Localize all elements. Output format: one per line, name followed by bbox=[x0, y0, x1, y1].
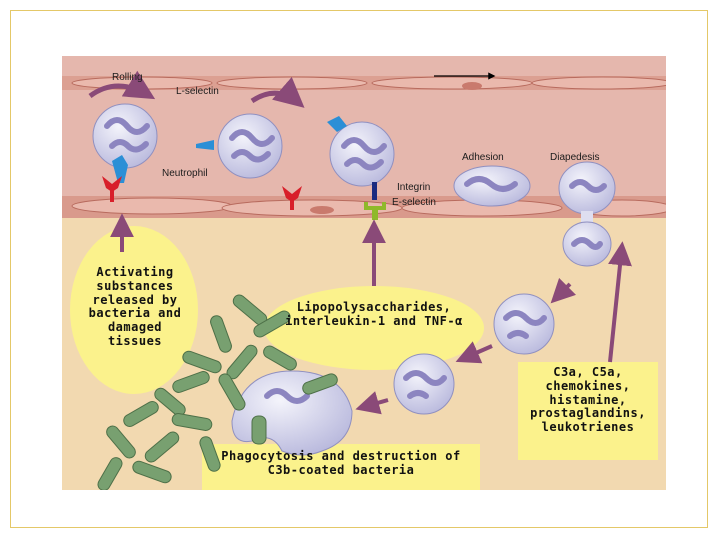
endothelial-receptor-2 bbox=[282, 186, 302, 210]
l-selectin-rolling bbox=[196, 140, 214, 150]
mediators-callout bbox=[518, 362, 658, 460]
rolling-neutrophil-cell bbox=[217, 113, 283, 179]
migrating-neutrophil-1 bbox=[493, 293, 555, 355]
migration-arrow-2 bbox=[455, 341, 493, 364]
rolling-arrow-1 bbox=[88, 70, 156, 100]
e-selectin-label: E-selectin bbox=[392, 197, 436, 208]
inflammation-diagram: Rolling L-selectin Neutrophil Adhesion D… bbox=[62, 56, 666, 490]
tethered-neutrophil-cell bbox=[329, 121, 395, 187]
mediators-text: C3a, C5a, chemokines, histamine, prostag… bbox=[530, 365, 646, 435]
phagocytosis-text: Phagocytosis and destruction of C3b-coat… bbox=[221, 449, 461, 477]
rolling-arrow-2 bbox=[250, 76, 305, 108]
diagram-illustration bbox=[62, 56, 666, 490]
migrating-neutrophil-2 bbox=[393, 353, 455, 415]
e-selectin-molecule bbox=[364, 202, 386, 220]
rolling-label: Rolling bbox=[112, 72, 143, 83]
diapedesis-label: Diapedesis bbox=[550, 152, 600, 163]
phagocytosis-callout bbox=[202, 444, 480, 490]
bacteria-cluster bbox=[97, 294, 338, 490]
adhesion-label: Adhesion bbox=[462, 152, 504, 163]
activating-substances-callout bbox=[70, 226, 198, 394]
l-selectin-on-neutrophil bbox=[112, 155, 128, 183]
adhering-neutrophil-cell bbox=[453, 165, 531, 207]
activating-substances-text: Activating substances released by bacter… bbox=[88, 265, 182, 348]
neutrophil-cell bbox=[92, 103, 158, 169]
vessel-wall-top bbox=[62, 76, 666, 90]
diapedesis-neutrophil-cell bbox=[558, 161, 616, 267]
phagocytosing-neutrophil bbox=[231, 370, 353, 456]
migration-arrow-3 bbox=[355, 391, 389, 415]
migration-arrow-1 bbox=[550, 277, 577, 304]
lps-callout bbox=[264, 286, 484, 370]
l-selectin-tethered bbox=[327, 116, 347, 132]
l-selectin-label: L-selectin bbox=[176, 86, 219, 97]
endothelial-receptor-1 bbox=[102, 176, 122, 202]
lps-text: Lipopolysaccharides, interleukin-1 and T… bbox=[285, 300, 463, 328]
integrin-molecule bbox=[372, 182, 377, 200]
slide-frame bbox=[10, 10, 708, 528]
chemotaxis-arrow-up bbox=[608, 241, 632, 363]
neutrophil-label: Neutrophil bbox=[162, 168, 208, 179]
integrin-label: Integrin bbox=[397, 182, 431, 193]
